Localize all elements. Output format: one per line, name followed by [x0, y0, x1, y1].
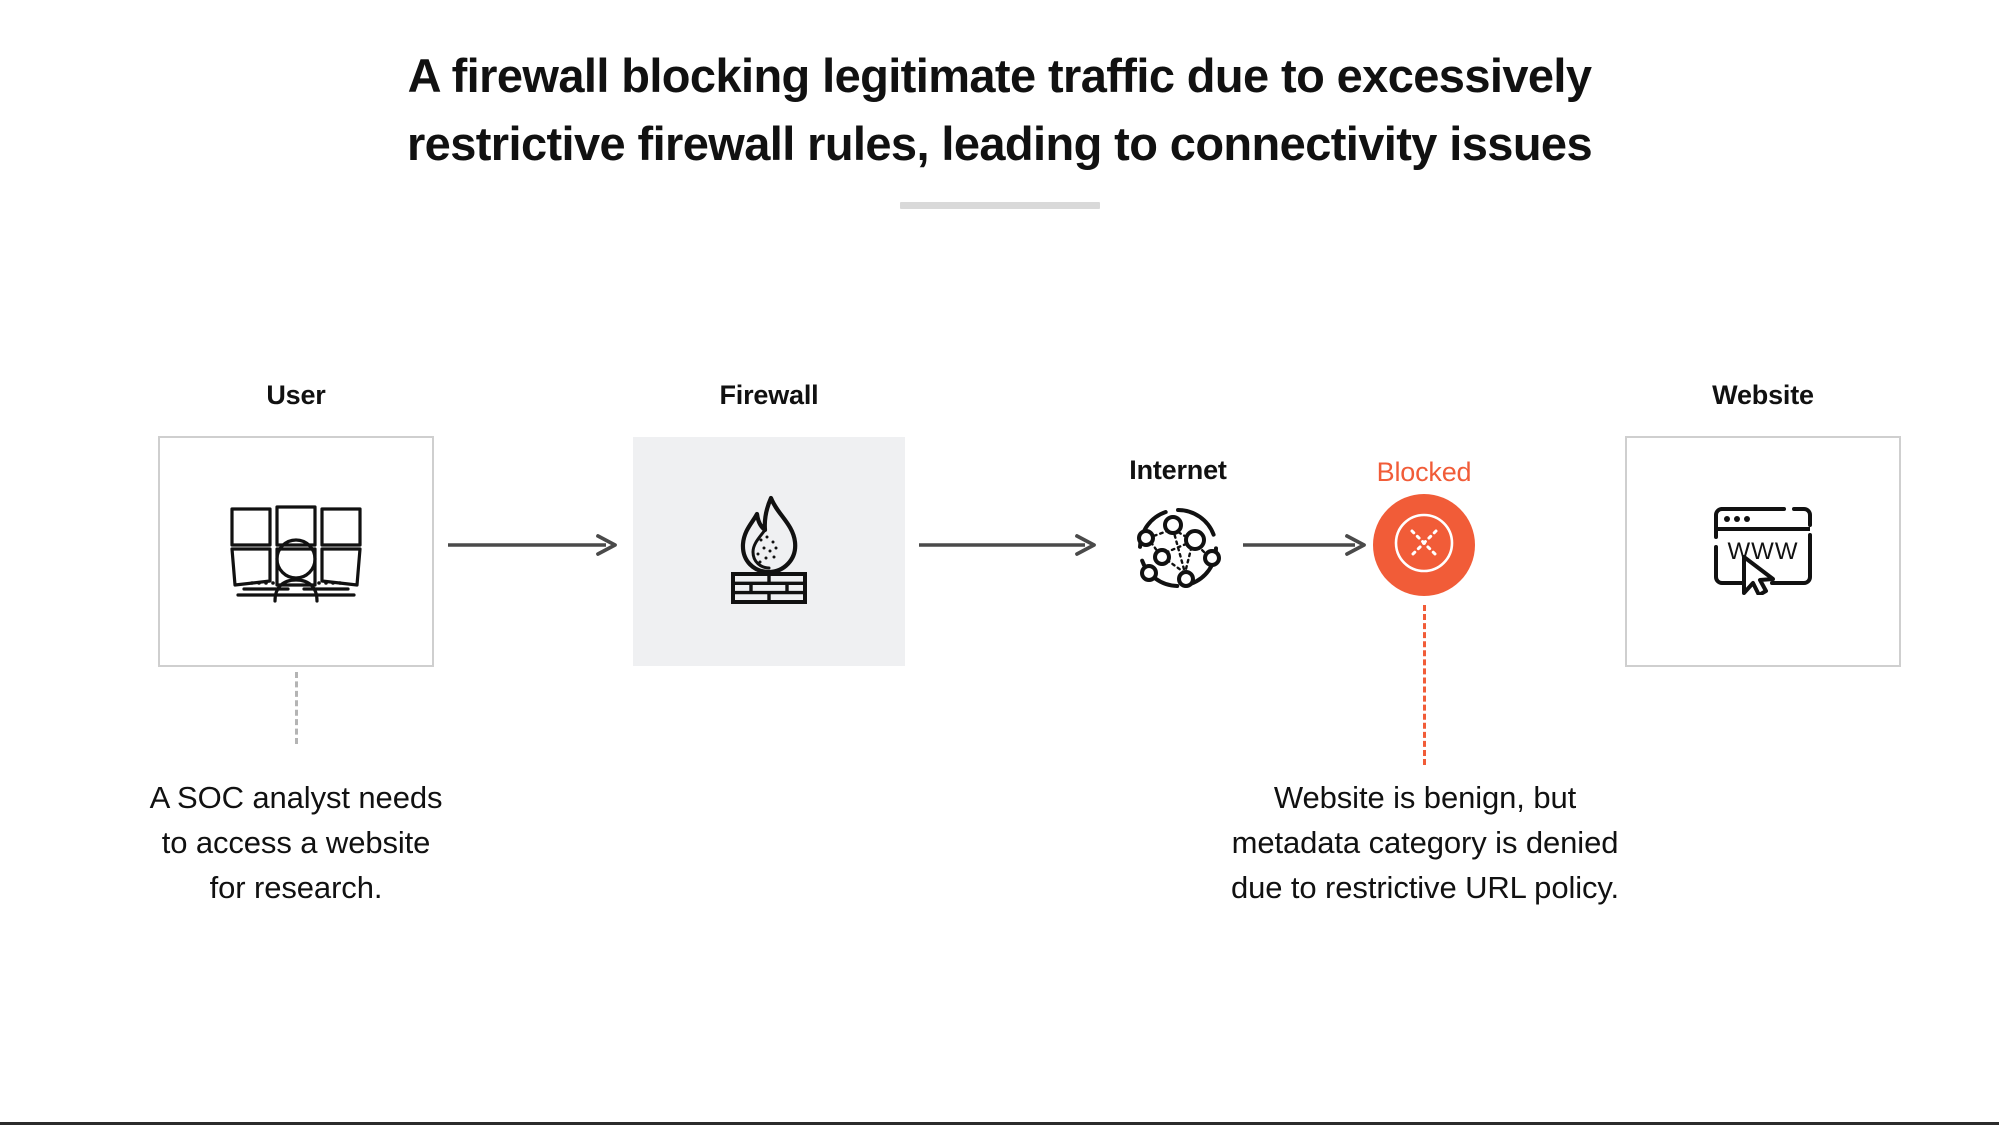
- node-card-firewall[interactable]: [633, 437, 905, 666]
- caption-user: A SOC analyst needs to access a website …: [149, 780, 443, 905]
- arrow-internet-to-blocked: [1243, 533, 1369, 562]
- node-label-firewall: Firewall: [719, 380, 819, 410]
- node-icon-internet[interactable]: [1128, 500, 1228, 600]
- firewall-flame-brick-icon: [719, 494, 819, 609]
- node-label-blocked: Blocked: [1376, 457, 1472, 487]
- connector-user-caption: [295, 672, 298, 744]
- soc-analyst-workstation-icon: [226, 493, 366, 610]
- svg-text:WWW: WWW: [1728, 538, 1799, 565]
- page-title-line-2: restrictive firewall rules, leading to c…: [406, 117, 1593, 170]
- blocked-x-circle-icon: [1390, 509, 1458, 582]
- node-label-internet: Internet: [1129, 455, 1227, 485]
- node-label-user: User: [266, 380, 326, 410]
- page-title: A firewall blocking legitimate traffic d…: [0, 42, 1999, 209]
- internet-network-globe-icon: [1133, 503, 1223, 598]
- bottom-frame-line: [0, 1122, 1999, 1125]
- connector-blocked-caption: [1423, 605, 1426, 765]
- browser-www-cursor-icon: WWW: [1710, 503, 1816, 600]
- arrow-firewall-to-internet: [919, 533, 1099, 562]
- title-divider: [899, 202, 1100, 209]
- node-label-website: Website: [1712, 380, 1814, 410]
- caption-blocked: Website is benign, but metadata category…: [1230, 780, 1620, 905]
- node-card-user[interactable]: [158, 436, 434, 667]
- blocked-status-badge[interactable]: [1373, 494, 1475, 596]
- arrow-user-to-firewall: [448, 533, 620, 562]
- node-card-website[interactable]: WWW: [1625, 436, 1901, 667]
- page-title-line-1: A firewall blocking legitimate traffic d…: [407, 49, 1592, 102]
